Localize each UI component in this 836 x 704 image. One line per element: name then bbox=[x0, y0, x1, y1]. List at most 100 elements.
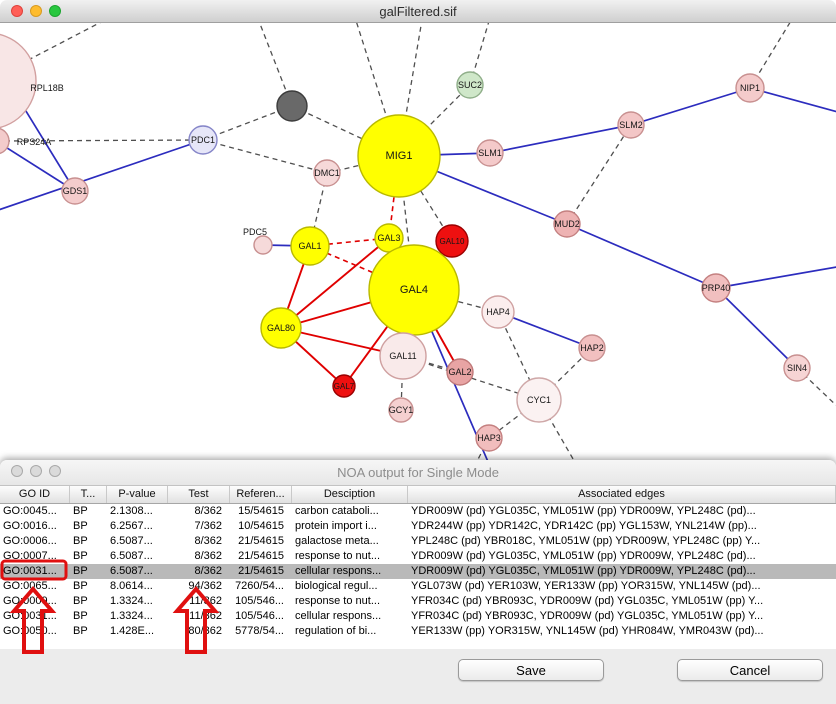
network-edge[interactable] bbox=[291, 105, 400, 157]
network-node-GAL10[interactable] bbox=[435, 224, 469, 258]
network-node-GAL11[interactable] bbox=[379, 332, 427, 380]
zoom-button[interactable] bbox=[49, 5, 61, 17]
network-node-MUD2[interactable] bbox=[553, 210, 581, 238]
network-node-SLM2[interactable] bbox=[617, 111, 645, 139]
network-edge[interactable] bbox=[0, 139, 204, 142]
network-node-NIP1[interactable] bbox=[735, 73, 765, 103]
header-cell-0[interactable]: GO ID bbox=[0, 486, 70, 503]
network-edge[interactable] bbox=[749, 23, 797, 89]
network-edge[interactable] bbox=[472, 437, 490, 460]
table-cell: 6.2567... bbox=[110, 520, 153, 532]
network-edge[interactable] bbox=[497, 311, 540, 401]
network-node-HAP2[interactable] bbox=[578, 334, 606, 362]
node-label-RPL18B: RPL18B bbox=[30, 83, 64, 93]
table-cell: 1.3324... bbox=[110, 595, 153, 607]
node-label-HAP3: HAP3 bbox=[477, 433, 501, 443]
network-node-GAL7[interactable] bbox=[332, 374, 356, 398]
network-node-GAL4[interactable] bbox=[368, 244, 460, 336]
network-edge[interactable] bbox=[489, 124, 632, 154]
network-edge[interactable] bbox=[0, 139, 204, 218]
header-cell-3[interactable]: Test bbox=[168, 486, 230, 503]
table-cell: 21/54615 bbox=[238, 535, 284, 547]
network-node-SLM1[interactable] bbox=[476, 139, 504, 167]
table-cell: BP bbox=[73, 550, 88, 562]
network-edge[interactable] bbox=[0, 141, 76, 192]
header-cell-6[interactable]: Associated edges bbox=[408, 486, 836, 503]
network-node-GCY1[interactable] bbox=[388, 397, 414, 423]
node-label-RPS24A: RPS24A bbox=[17, 137, 52, 147]
close-button[interactable] bbox=[11, 5, 23, 17]
network-node-DMC1[interactable] bbox=[313, 159, 341, 187]
node-label-SIN4: SIN4 bbox=[787, 363, 807, 373]
network-node-SUC2[interactable] bbox=[456, 71, 484, 99]
network-edge[interactable] bbox=[352, 23, 400, 157]
network-edge[interactable] bbox=[566, 124, 632, 225]
node-label-GAL2: GAL2 bbox=[448, 367, 471, 377]
cancel-button[interactable]: Cancel bbox=[677, 659, 823, 681]
table-cell: response to nut... bbox=[295, 595, 380, 607]
noa-minimize-button[interactable] bbox=[30, 465, 42, 477]
network-edge[interactable] bbox=[715, 287, 798, 369]
noa-titlebar[interactable]: NOA output for Single Mode bbox=[0, 460, 836, 486]
network-edge[interactable] bbox=[566, 223, 717, 289]
network-edge[interactable] bbox=[280, 237, 390, 329]
header-cell-1[interactable]: T... bbox=[70, 486, 107, 503]
network-node-PRP40[interactable] bbox=[701, 273, 731, 303]
table-cell: 11/362 bbox=[189, 595, 222, 607]
node-label-GAL10: GAL10 bbox=[440, 237, 465, 246]
table-cell: BP bbox=[73, 580, 88, 592]
minimize-button[interactable] bbox=[30, 5, 42, 17]
header-cell-4[interactable]: Referen... bbox=[230, 486, 292, 503]
network-edge[interactable] bbox=[398, 23, 424, 157]
header-cell-5[interactable]: Desciption bbox=[292, 486, 408, 503]
network-node-PDC5[interactable] bbox=[253, 235, 273, 255]
save-button[interactable]: Save bbox=[458, 659, 604, 681]
table-cell: 1.428E... bbox=[110, 625, 155, 637]
network-node-HAP3[interactable] bbox=[475, 424, 503, 452]
network-edge[interactable] bbox=[630, 87, 751, 126]
network-edge[interactable] bbox=[749, 87, 836, 118]
table-cell: 6.5087... bbox=[110, 565, 153, 577]
network-node-GAL1[interactable] bbox=[290, 226, 330, 266]
network-node-SIN4[interactable] bbox=[783, 354, 811, 382]
network-edge[interactable] bbox=[402, 355, 540, 401]
network-edge[interactable] bbox=[715, 263, 836, 289]
table-cell: 80/362 bbox=[188, 625, 222, 637]
noa-close-button[interactable] bbox=[11, 465, 23, 477]
table-cell: GO:0016... bbox=[3, 520, 57, 532]
network-edge[interactable] bbox=[202, 139, 328, 174]
network-edge[interactable] bbox=[255, 23, 293, 107]
network-node-HAP4[interactable] bbox=[481, 295, 515, 329]
network-edge[interactable] bbox=[398, 84, 471, 157]
node-label-GAL4: GAL4 bbox=[400, 284, 428, 296]
table-cell: BP bbox=[73, 520, 88, 532]
noa-zoom-button[interactable] bbox=[49, 465, 61, 477]
network-node-blob2[interactable] bbox=[0, 127, 10, 155]
network-node-CYC1[interactable] bbox=[516, 377, 562, 423]
table-cell: 8.0614... bbox=[110, 580, 153, 592]
table-cell: 1.3324... bbox=[110, 610, 153, 622]
network-node-GAL2[interactable] bbox=[446, 358, 474, 386]
network-edge[interactable] bbox=[202, 105, 293, 141]
network-node-GDS1[interactable] bbox=[61, 177, 89, 205]
network-node-dark[interactable] bbox=[276, 90, 308, 122]
table-cell: YDR009W (pd) YGL035C, YML051W (pp) YDR00… bbox=[411, 550, 756, 562]
network-node-MIG1[interactable] bbox=[357, 114, 441, 198]
network-node-blob1[interactable] bbox=[0, 33, 37, 129]
graph-titlebar[interactable]: galFiltered.sif bbox=[0, 0, 836, 23]
node-label-SUC2: SUC2 bbox=[458, 80, 482, 90]
network-edge[interactable] bbox=[497, 311, 593, 349]
network-node-PDC1[interactable] bbox=[188, 125, 218, 155]
network-node-GAL80[interactable] bbox=[260, 307, 302, 349]
header-cell-2[interactable]: P-value bbox=[107, 486, 168, 503]
